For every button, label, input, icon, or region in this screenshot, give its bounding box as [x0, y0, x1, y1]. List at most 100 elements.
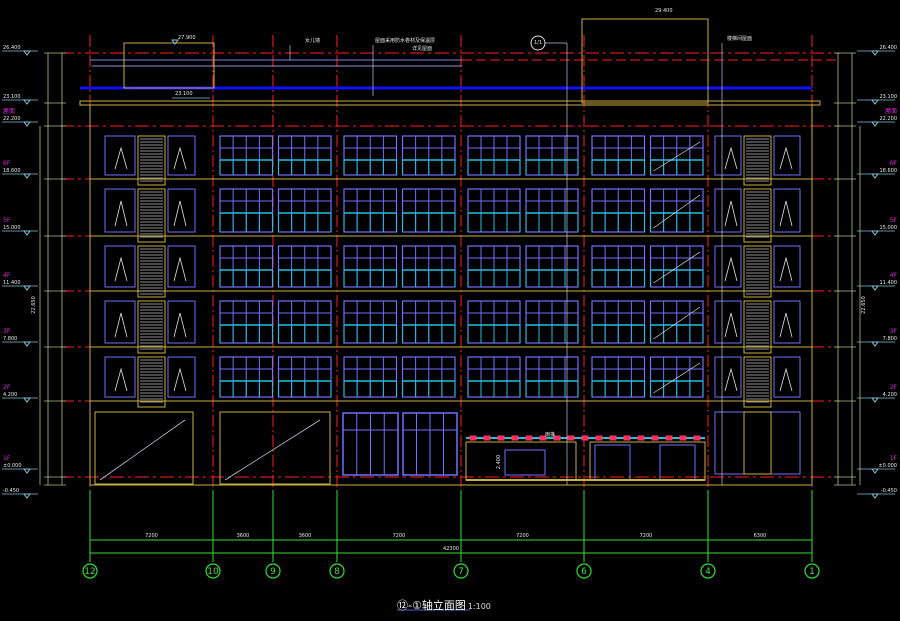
window-opening-mark [653, 251, 701, 284]
level-marker-icon [871, 468, 879, 474]
level-marker-icon [871, 341, 879, 347]
axis-label-1: 1 [809, 567, 815, 577]
total-dimension-label: 42300 [443, 546, 459, 552]
axis-bubble-7 [453, 563, 469, 579]
window-frame [714, 300, 742, 344]
level-marker-icon [23, 99, 31, 105]
canopy-bracket [469, 435, 477, 441]
window-opening-mark [114, 146, 128, 170]
level-elevation: 22.200 [3, 116, 21, 122]
bay-dimension-label: 7200 [516, 533, 529, 539]
window-opening-mark [724, 146, 738, 170]
level-elevation: 11.400 [880, 280, 898, 286]
note-right: 楼梯间屋面 [727, 35, 752, 42]
shop-opening [94, 411, 194, 485]
window-frame [714, 245, 742, 288]
axis-label-4: 4 [705, 567, 711, 577]
level-floor-name: 屋面 [885, 108, 897, 115]
window-opening-mark [724, 256, 738, 282]
level-floor-name: 4F [890, 272, 898, 279]
level-elevation: -0.450 [881, 488, 897, 494]
level-elevation: 18.600 [3, 168, 21, 174]
overall-height-label: 22.650 [31, 296, 37, 314]
window-opening-mark [114, 367, 128, 392]
level-marker-icon [23, 230, 31, 236]
level-elevation: 15.000 [880, 225, 898, 231]
level-marker-icon [23, 173, 31, 179]
window-frame [167, 356, 196, 398]
building-outline [89, 104, 813, 486]
elevation-cornice: 23.100 [175, 91, 193, 97]
overall-height-label-right: 22.650 [861, 296, 867, 314]
window-frame [714, 135, 742, 176]
note-roof-2: 详见屋面 [412, 45, 432, 52]
level-floor-name: 1F [3, 455, 11, 462]
stair-tower-roof [581, 18, 709, 104]
window-opening-mark [724, 200, 738, 227]
opening-mark [224, 419, 321, 481]
canopy-bracket [567, 435, 575, 441]
bay-dimension-label: 7200 [393, 533, 406, 539]
detail-callout-label: 1/1 [534, 40, 542, 46]
stair-louver [137, 245, 166, 298]
window-opening-mark [653, 194, 701, 229]
canopy-bracket [581, 435, 589, 441]
stair-louver [137, 300, 166, 354]
window-frame [773, 300, 801, 344]
entrance-opening [465, 441, 577, 481]
level-elevation: 7.800 [883, 336, 897, 342]
canopy-bracket [595, 435, 603, 441]
level-elevation: 23.100 [3, 94, 21, 100]
level-marker-icon [23, 397, 31, 403]
window-opening-mark [173, 312, 187, 338]
bay-dimension-label: 6300 [754, 533, 767, 539]
window-opening-mark [653, 306, 701, 340]
level-elevation: 11.400 [3, 280, 21, 286]
canopy-bracket [637, 435, 645, 441]
level-elevation: -0.450 [3, 488, 19, 494]
window-opening-mark [114, 200, 128, 227]
window-opening-mark [779, 146, 793, 170]
canopy-bracket [539, 435, 547, 441]
canopy-bracket [483, 435, 491, 441]
canopy-bracket [679, 435, 687, 441]
window-frame [714, 188, 742, 233]
canopy-bracket [693, 435, 701, 441]
window-frame [104, 188, 136, 233]
level-floor-name: 2F [3, 384, 11, 391]
stair-louver [743, 411, 772, 475]
level-floor-name: 3F [3, 328, 11, 335]
window-opening-mark [724, 312, 738, 338]
canopy-bracket [623, 435, 631, 441]
stair-louver [137, 135, 166, 186]
level-elevation: 23.100 [880, 94, 898, 100]
stair-louver [743, 135, 772, 186]
level-floor-name: 5F [3, 217, 11, 224]
level-elevation: 4.200 [3, 392, 17, 398]
level-marker-icon [871, 493, 879, 499]
opening-mark [99, 419, 186, 481]
window-opening-mark [173, 367, 187, 392]
window-frame [773, 135, 801, 176]
bay-dimension-label: 3600 [237, 533, 250, 539]
axis-label-9: 9 [270, 567, 276, 577]
level-marker-icon [871, 50, 879, 56]
level-floor-name: 6F [3, 160, 11, 167]
drawing-title: ⑫-①轴立面图 [397, 599, 466, 612]
stair-louver [137, 356, 166, 408]
roof-structure-left [123, 42, 215, 89]
axis-bubble-4 [700, 563, 716, 579]
axis-bubble-10 [205, 563, 221, 579]
window-frame [714, 356, 742, 398]
stair-louver [743, 188, 772, 243]
window-opening-mark [779, 312, 793, 338]
window-frame [104, 135, 136, 176]
level-marker-icon [871, 230, 879, 236]
elevation-top-left: 27.900 [178, 35, 196, 41]
cornice-band [79, 100, 821, 106]
axis-bubble-6 [576, 563, 592, 579]
entrance-door [594, 444, 631, 481]
level-elevation: 26.400 [3, 45, 21, 51]
window-frame [167, 245, 196, 288]
